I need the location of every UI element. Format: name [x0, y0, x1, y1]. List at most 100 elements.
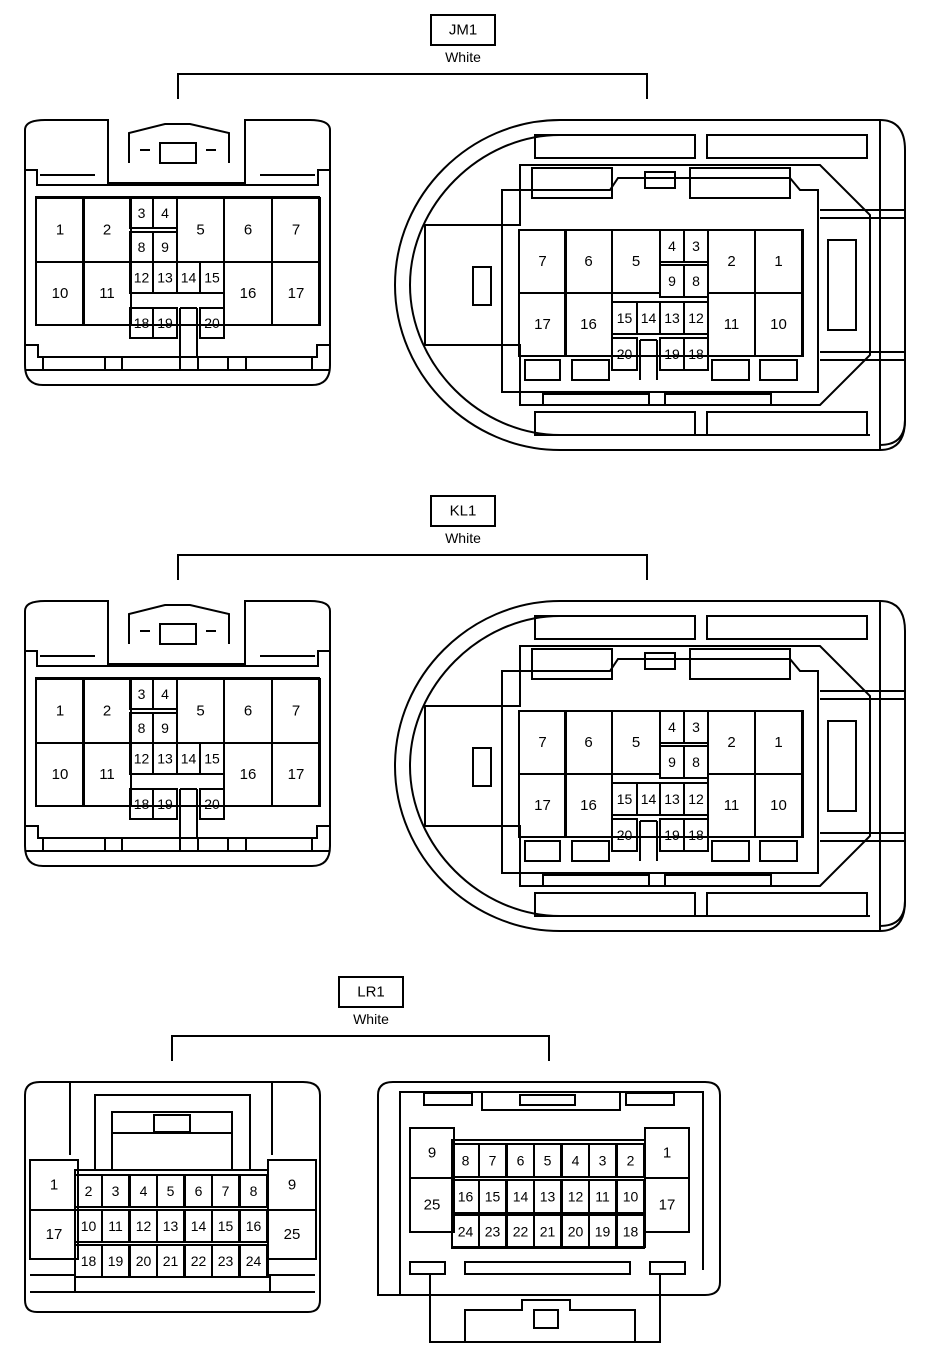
pin-number: 8: [250, 1183, 258, 1199]
pin-number: 19: [664, 827, 680, 843]
pin-number: 13: [163, 1218, 179, 1234]
pin-number: 7: [538, 734, 546, 751]
inner-shelf: [25, 169, 330, 186]
pin-number: 9: [668, 754, 676, 770]
pin-cavity: [683, 229, 709, 263]
bracket: [177, 73, 648, 99]
pin-cavity: [683, 301, 709, 335]
pin-number: 3: [692, 238, 700, 254]
pin-cavity: [271, 261, 321, 326]
key-slot: [711, 359, 750, 381]
pin-number: 21: [540, 1224, 556, 1240]
pin-number: 3: [692, 719, 700, 735]
pin-number: 9: [288, 1177, 296, 1194]
pin-number: 21: [163, 1253, 179, 1269]
bracket: [177, 554, 648, 580]
pin-number: 13: [664, 791, 680, 807]
inner-outline: [408, 615, 870, 917]
pin-cavity: [199, 307, 225, 339]
pin-cavity: [611, 818, 638, 852]
lock-latch: [128, 604, 230, 644]
pin-number: 10: [52, 285, 69, 302]
pin-number: 4: [140, 1183, 148, 1199]
pin-number: 1: [663, 1145, 671, 1162]
pin-number: 12: [136, 1218, 152, 1234]
pin-number: 17: [46, 1226, 63, 1243]
pin-number: 2: [627, 1153, 635, 1169]
pin-number: 12: [688, 310, 704, 326]
pin-number: 9: [161, 239, 169, 255]
pin-number: 13: [540, 1189, 556, 1205]
pin-number: 12: [568, 1189, 584, 1205]
inner-shelf: [25, 650, 330, 667]
housing-outline: [24, 600, 331, 867]
pin-cavity: [409, 1177, 455, 1233]
pin-number: 5: [632, 253, 640, 270]
pin-number: 25: [284, 1226, 301, 1243]
pin-number: 18: [81, 1253, 97, 1269]
pin-number: 5: [544, 1153, 552, 1169]
pin-number: 7: [292, 222, 300, 239]
pin-cavity: [239, 1209, 268, 1243]
pin-number: 12: [134, 751, 150, 767]
connector-color: White: [445, 49, 481, 65]
pin-number: 11: [108, 1218, 123, 1234]
pin-number: 3: [138, 686, 146, 702]
key-slot: [472, 747, 492, 787]
pin-number: 5: [196, 703, 204, 720]
pin-number: 7: [292, 703, 300, 720]
pin-cavity: [271, 742, 321, 807]
pin-number: 2: [85, 1183, 93, 1199]
pin-number: 12: [134, 270, 150, 286]
pin-number: 6: [517, 1153, 525, 1169]
pin-number: 19: [157, 796, 173, 812]
pin-number: 1: [774, 253, 782, 270]
key-slot: [472, 266, 492, 306]
pin-number: 20: [617, 346, 633, 362]
pin-number: 18: [688, 827, 704, 843]
pin-number: 14: [181, 270, 197, 286]
connector-lr1-male: 9251178162471523614225132141220311192101…: [377, 1081, 721, 1343]
pin-number: 1: [56, 703, 64, 720]
pin-number: 19: [595, 1224, 611, 1240]
pin-cavity: [683, 782, 709, 816]
pin-number: 8: [462, 1153, 470, 1169]
pin-cavity: [199, 261, 225, 294]
key-slot: [759, 840, 798, 862]
pin-number: 18: [623, 1224, 639, 1240]
key-slot: [121, 837, 181, 852]
pin-number: 10: [81, 1218, 97, 1234]
connector-code: JM1: [449, 22, 477, 39]
pin-number: 15: [204, 751, 220, 767]
key-slot: [197, 356, 229, 371]
pin-number: 22: [191, 1253, 207, 1269]
pin-number: 14: [641, 310, 657, 326]
pin-number: 11: [724, 797, 740, 814]
housing-outline: [377, 1081, 721, 1296]
pin-number: 3: [138, 205, 146, 221]
lock-tab: [519, 1094, 576, 1106]
pin-cavity: [152, 307, 178, 339]
key-slot: [245, 837, 313, 852]
pin-number: 17: [659, 1197, 676, 1214]
lock-tab: [644, 652, 676, 670]
pin-number: 16: [246, 1218, 262, 1234]
key-slot: [245, 356, 313, 371]
pin-number: 1: [774, 734, 782, 751]
pin-number: 3: [599, 1153, 607, 1169]
pin-number: 4: [668, 719, 676, 735]
pin-number: 4: [161, 205, 169, 221]
pin-number: 7: [489, 1153, 497, 1169]
connector-code: KL1: [450, 503, 477, 520]
pin-number: 25: [424, 1197, 441, 1214]
pin-number: 9: [161, 720, 169, 736]
pin-number: 8: [692, 273, 700, 289]
pin-number: 18: [134, 315, 150, 331]
pin-number: 14: [191, 1218, 207, 1234]
pin-number: 11: [99, 766, 115, 783]
housing-outline: [24, 1081, 321, 1313]
pin-number: 8: [138, 720, 146, 736]
